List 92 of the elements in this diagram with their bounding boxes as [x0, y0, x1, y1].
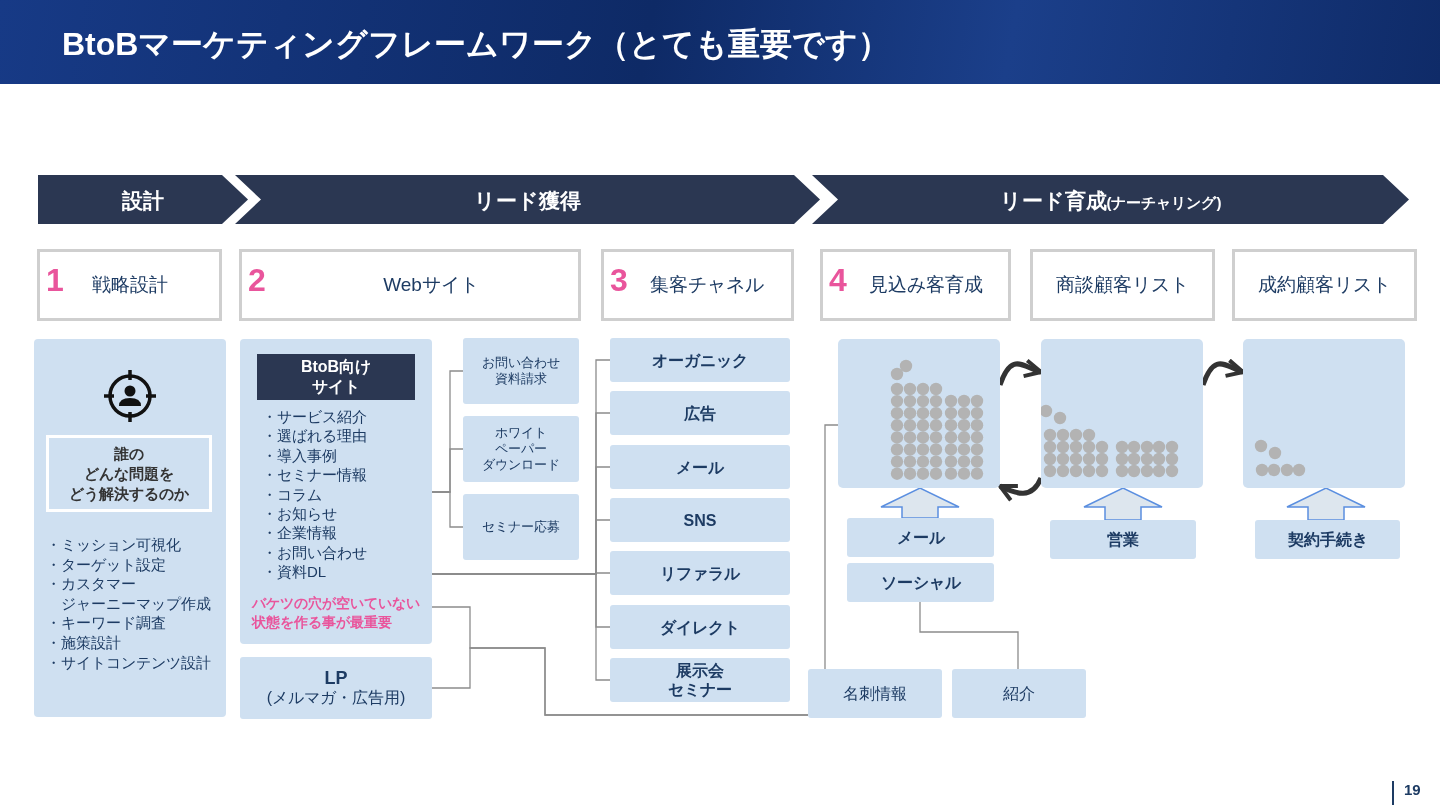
bullet-item: ・ターゲット設定 [46, 554, 166, 575]
box-label: 営業 [1107, 530, 1139, 549]
category-box [952, 669, 1086, 718]
header-box [37, 249, 222, 321]
heading: リード育成 [999, 188, 1107, 214]
category-box [847, 563, 994, 602]
bullet-item: ・コラム [262, 484, 322, 504]
bullet-item: ・サービス紹介 [262, 407, 367, 427]
step-number: 2 [248, 261, 266, 300]
label-text: BtoB向けサイト [300, 357, 372, 397]
box-label: (メルマガ・広告用) [266, 688, 406, 707]
box-label: お問い合わせ資料請求 [482, 355, 560, 387]
box-label: メール [896, 528, 945, 547]
box-label: 名刺情報 [843, 684, 907, 703]
heading: 設計 [122, 188, 164, 214]
category-box [610, 338, 790, 382]
connector-line [431, 647, 809, 716]
heading: 見込み客育成 [869, 273, 984, 297]
heading: 集客チャネル [650, 273, 765, 297]
chevron-band [812, 175, 1409, 224]
category-box [610, 391, 790, 435]
bullet-item: ・カスタマージャーニーマップ作成 [46, 574, 211, 614]
connector-line [919, 601, 1019, 670]
bullet-item: ・サイトコンテンツ設計 [46, 652, 211, 673]
step-number: 1 [46, 261, 64, 300]
box-label: 広告 [684, 403, 716, 423]
connector-line [431, 491, 464, 528]
category-box [463, 416, 579, 482]
header-box [820, 249, 1011, 321]
category-box [610, 605, 790, 649]
header-box [1232, 249, 1417, 321]
bucket-panel [1041, 339, 1203, 488]
panel [240, 339, 432, 644]
category-box [463, 494, 579, 560]
heading: 商談顧客リスト [1055, 273, 1190, 297]
connector-line [824, 424, 839, 670]
box-label: 契約手続き [1287, 530, 1368, 549]
bullet-item: ・セミナー情報 [262, 465, 367, 485]
subheading: (ナーチャリング) [1106, 194, 1222, 213]
site-label-box [257, 354, 415, 400]
category-box [610, 551, 790, 595]
bullet-item: ・選ばれる理由 [262, 426, 367, 446]
bucket-panel [838, 339, 1000, 488]
category-box [610, 658, 790, 702]
category-box [847, 518, 994, 557]
heading: Webサイト [382, 273, 480, 297]
bullet-item: ・ミッション可視化 [46, 535, 181, 555]
bucket-panel [1243, 339, 1405, 488]
heading: 成約顧客リスト [1257, 273, 1392, 297]
category-box [1050, 520, 1196, 559]
bullet-item: ・キーワード調査 [46, 613, 166, 633]
box-label: ホワイトペーパーダウンロード [482, 425, 560, 473]
connector-line [431, 573, 611, 681]
bullet-item: ・施策設計 [46, 633, 121, 653]
box-label: オーガニック [652, 350, 748, 370]
box-label: ソーシャル [880, 573, 961, 592]
block-arrow [1083, 487, 1163, 521]
box-label: 紹介 [1003, 684, 1035, 703]
box-label: リファラル [660, 563, 740, 583]
category-box [240, 657, 432, 719]
category-box [610, 498, 790, 542]
question-box [46, 435, 212, 512]
block-arrow [880, 487, 960, 519]
step-number: 3 [610, 261, 628, 300]
heading: リード獲得 [474, 188, 581, 214]
box-label: SNS [683, 510, 717, 530]
box-label: 展示会セミナー [668, 661, 732, 699]
header-box [601, 249, 794, 321]
box-label: メール [676, 457, 724, 477]
title: BtoBマーケティングフレームワーク（とても重要です） [62, 25, 891, 64]
bullet-item: ・お問い合わせ [262, 542, 367, 563]
box-label: ダイレクト [660, 617, 740, 637]
bullet-item: ・導入事例 [262, 445, 337, 466]
panel [34, 339, 226, 717]
category-box [808, 669, 942, 718]
bullet-item: ・資料DL [262, 562, 327, 582]
note: バケツの穴が空いていない状態を作る事が最重要 [252, 593, 421, 632]
category-box [1255, 520, 1400, 559]
header-box [1030, 249, 1215, 321]
category-box [463, 338, 579, 404]
question-text: 誰のどんな問題をどう解決するのか [69, 443, 189, 504]
step-number: 4 [829, 261, 847, 300]
chevron-band [38, 175, 248, 224]
page-number: 19 [1404, 780, 1421, 800]
category-box [610, 445, 790, 489]
block-arrow [1286, 487, 1366, 521]
bullet-item: ・企業情報 [262, 523, 337, 543]
box-label: LP [324, 669, 348, 688]
box-label: セミナー応募 [482, 519, 560, 535]
heading: 戦略設計 [92, 273, 169, 297]
header-box [239, 249, 581, 321]
bullet-item: ・お知らせ [262, 504, 337, 524]
